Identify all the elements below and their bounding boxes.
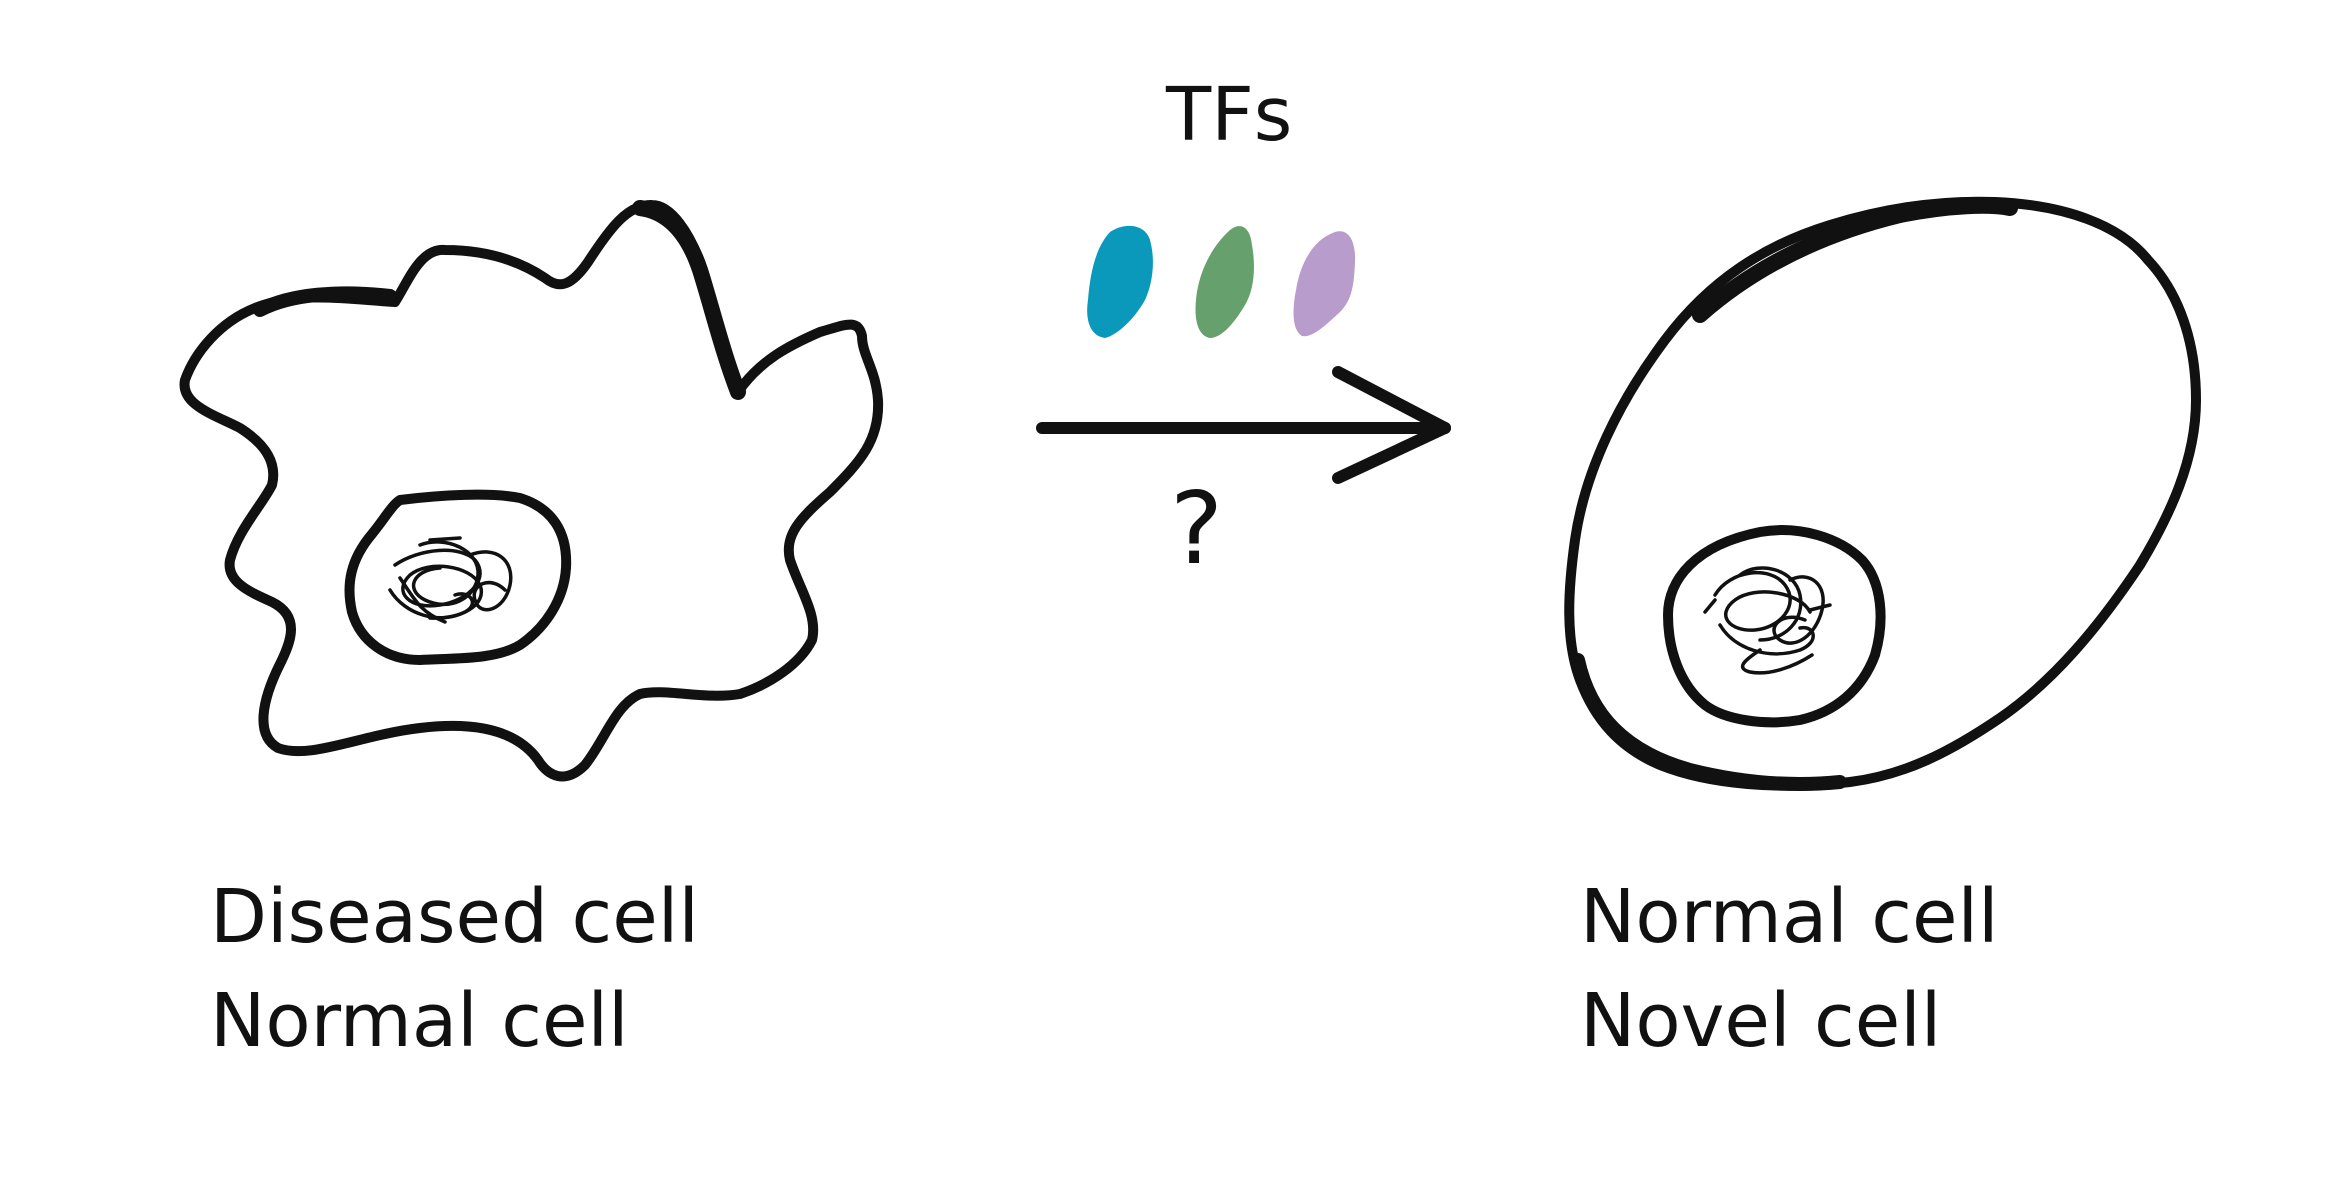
diseased-cell-outline-shadow — [253, 286, 397, 317]
tf-blue-blob — [1087, 225, 1153, 338]
novel-cell-caption: Novel cell — [1580, 978, 1942, 1064]
tf-green-blob — [1195, 226, 1254, 338]
diseased-cell-outline — [179, 200, 884, 782]
tf-purple-blob — [1293, 231, 1356, 337]
normal-cell-outline-shadow — [1571, 653, 1847, 792]
normal-cell-outline-shadow — [1692, 197, 2018, 323]
tfs-label: TFs — [1166, 72, 1293, 158]
normal-chromatin-scribble — [1703, 566, 1832, 675]
diseased-chromatin-scribble — [388, 536, 513, 624]
normal-cell-nucleus — [1663, 525, 1886, 728]
left-normal-cell-caption: Normal cell — [210, 978, 629, 1064]
right-normal-cell-caption: Normal cell — [1580, 874, 1999, 960]
question-mark: ? — [1170, 470, 1224, 587]
reprogramming-arrow — [1036, 366, 1451, 484]
diseased-cell-caption: Diseased cell — [210, 874, 699, 960]
diseased-cell-outline-shadow — [632, 200, 746, 400]
diseased-cell-nucleus — [344, 489, 572, 665]
normal-cell-outline — [1564, 196, 2201, 791]
